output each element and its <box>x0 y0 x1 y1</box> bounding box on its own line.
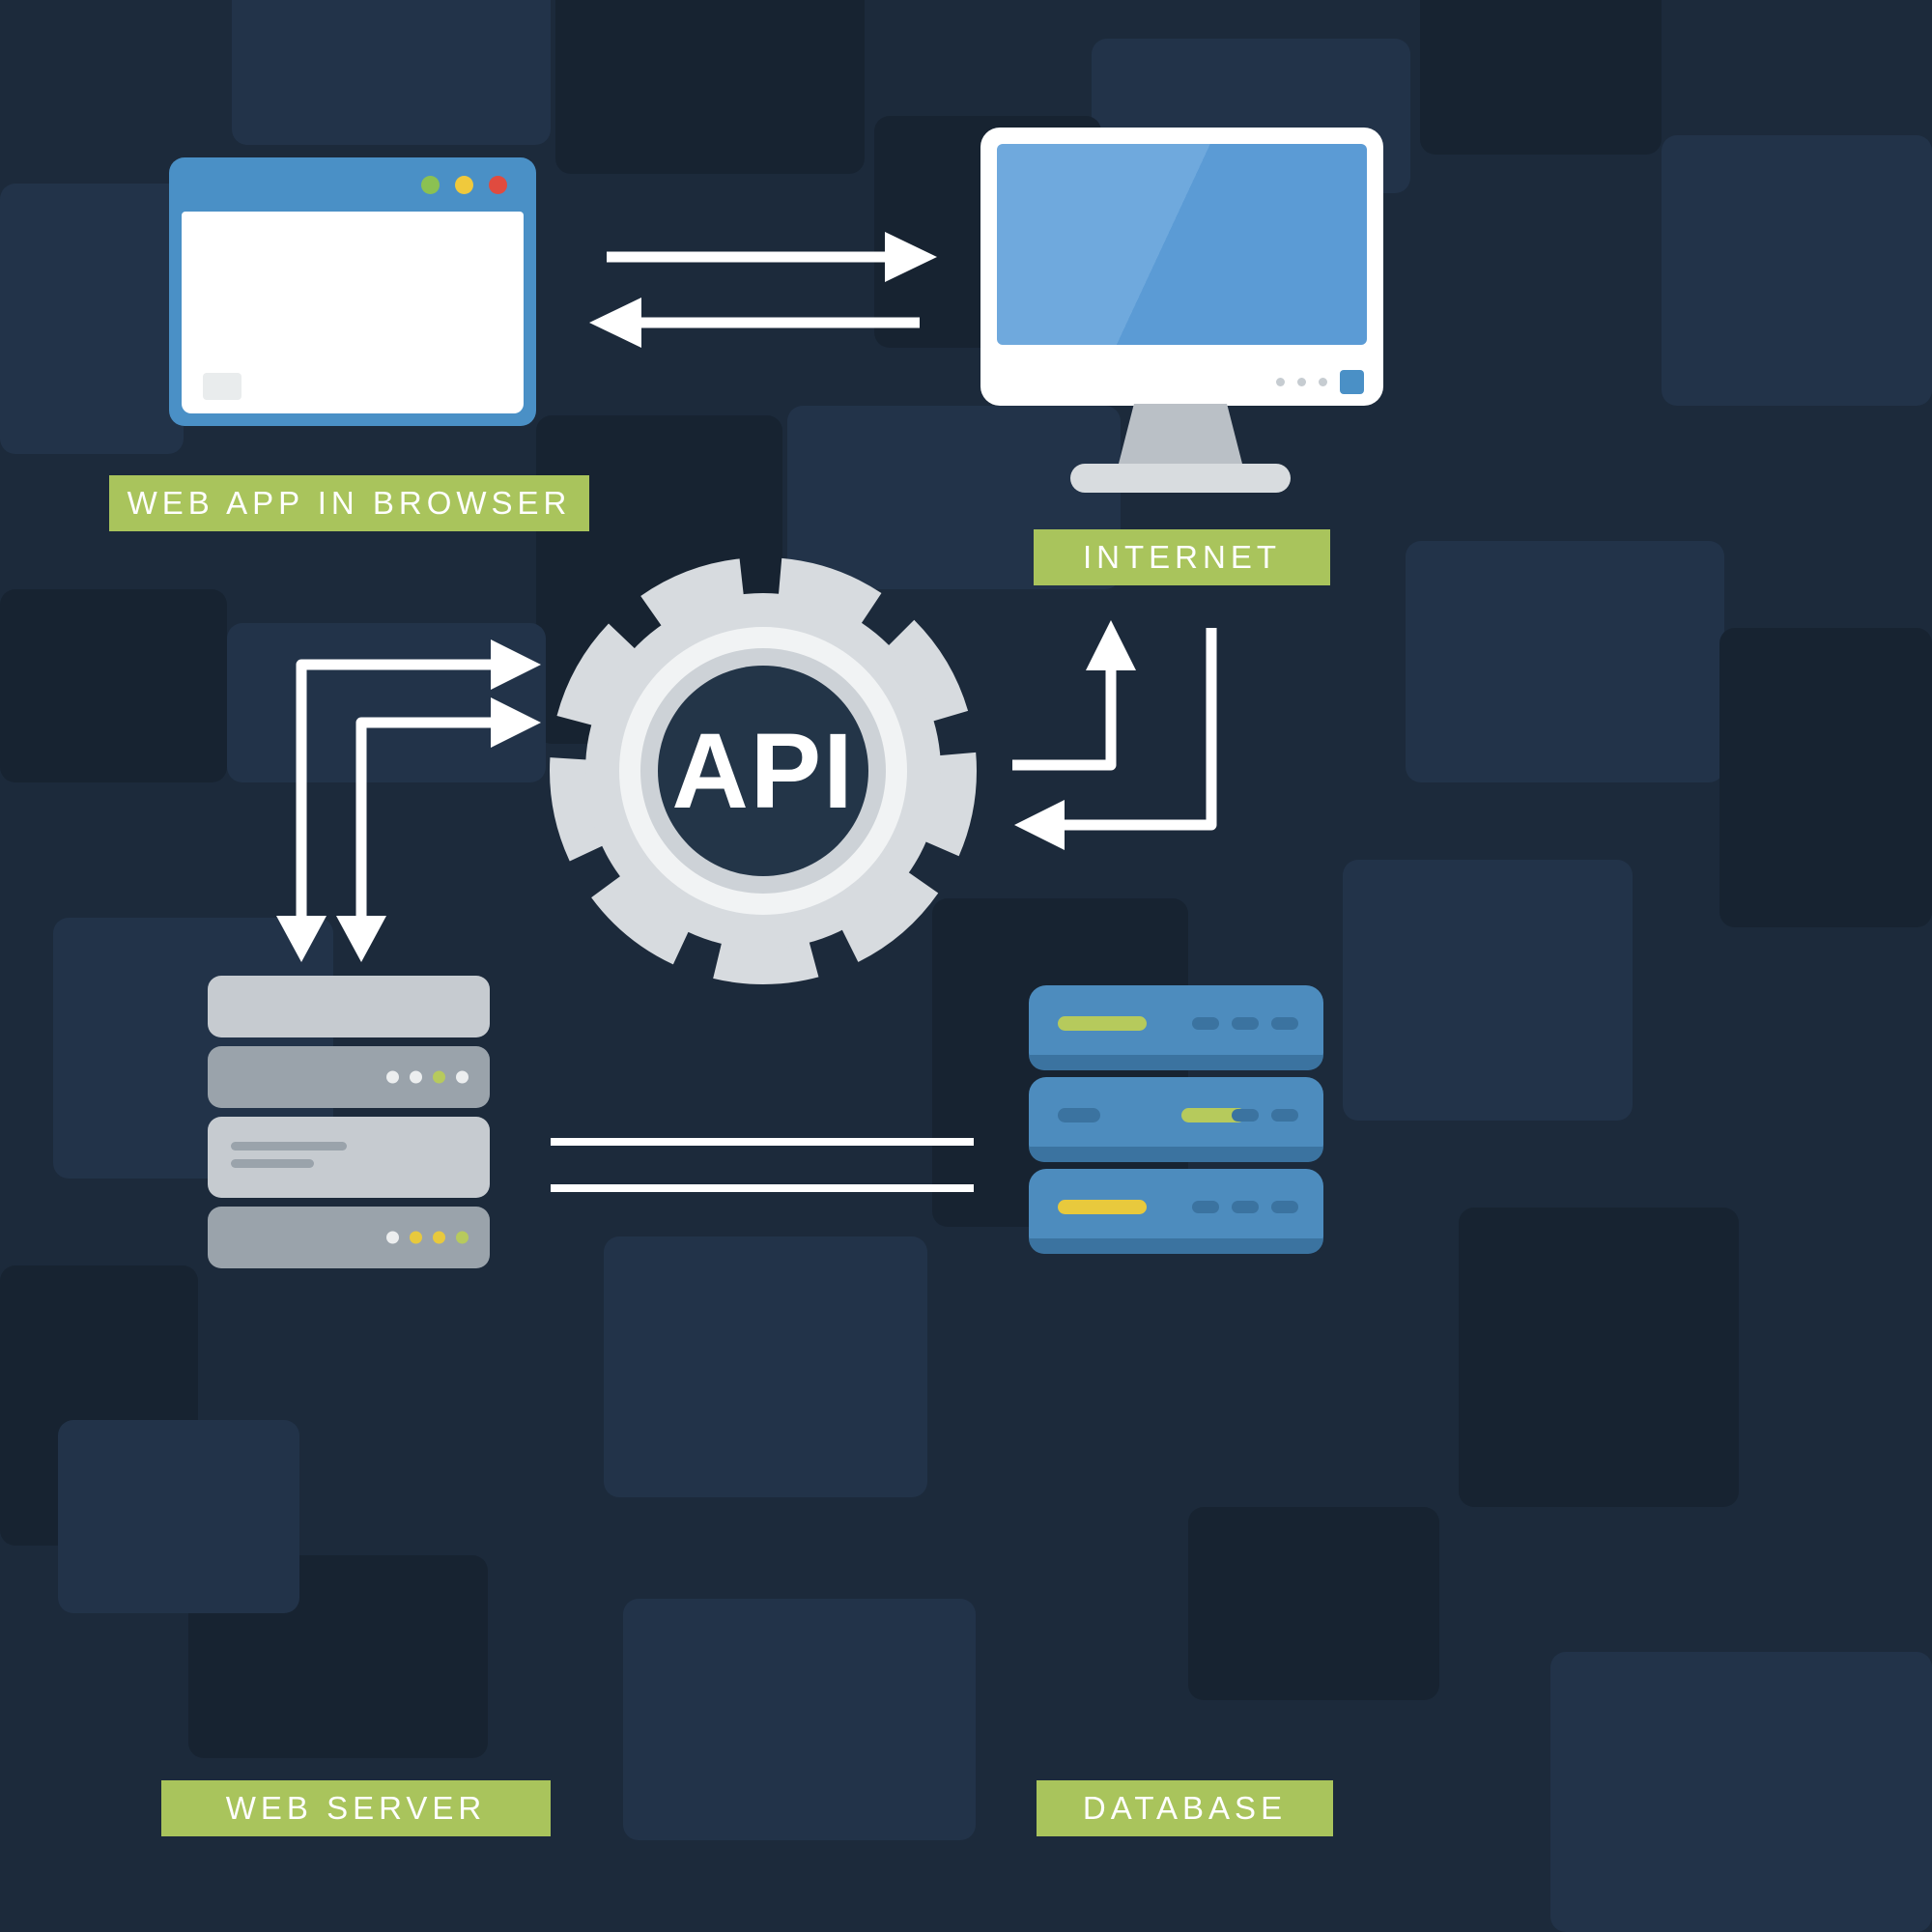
bg-tile <box>1406 541 1724 782</box>
bg-tile <box>1459 1208 1739 1507</box>
label-web-server: WEB SERVER <box>161 1780 551 1836</box>
slot-icon <box>1271 1109 1298 1122</box>
database-slots <box>1192 1201 1298 1213</box>
status-pill-yellow <box>1058 1200 1147 1214</box>
bg-tile <box>58 1420 299 1613</box>
bg-tile <box>0 184 184 454</box>
slot-icon <box>1232 1201 1259 1213</box>
server-unit-2 <box>208 1046 490 1108</box>
database-unit-shadow <box>1029 1147 1323 1162</box>
database-slots <box>1192 1017 1298 1030</box>
bg-tile <box>0 589 227 782</box>
server-leds <box>386 1070 469 1084</box>
led-icon <box>456 1231 469 1244</box>
monitor-button-icon <box>1297 378 1306 386</box>
bg-tile <box>1719 628 1932 927</box>
browser-titlebar <box>169 157 536 212</box>
monitor-screen <box>997 144 1367 345</box>
label-internet: INTERNET <box>1034 529 1330 585</box>
led-icon <box>386 1070 399 1084</box>
browser-content-area <box>182 212 524 413</box>
bg-tile <box>1420 0 1662 155</box>
database-slots <box>1232 1109 1298 1122</box>
slot-icon <box>1192 1201 1219 1213</box>
browser-window-icon <box>169 157 536 426</box>
browser-dot-green-icon <box>421 175 440 194</box>
bg-tile <box>227 623 546 782</box>
server-unit-4 <box>208 1207 490 1268</box>
led-icon <box>410 1231 422 1244</box>
monitor-power-icon <box>1340 370 1364 394</box>
monitor-button-icon <box>1319 378 1327 386</box>
slot-icon <box>1232 1017 1259 1030</box>
led-icon <box>456 1070 469 1084</box>
slot-icon <box>1058 1108 1100 1122</box>
server-slot <box>231 1159 314 1168</box>
bg-tile <box>1662 135 1932 406</box>
database-unit-shadow <box>1029 1055 1323 1070</box>
slot-icon <box>1271 1201 1298 1213</box>
monitor-icon <box>980 128 1383 406</box>
led-icon <box>433 1070 445 1084</box>
web-server-icon <box>208 976 490 1268</box>
bg-tile <box>604 1236 927 1497</box>
bg-tile <box>536 415 782 744</box>
database-unit-shadow <box>1029 1238 1323 1254</box>
label-database: DATABASE <box>1037 1780 1333 1836</box>
monitor-stand <box>1118 404 1243 468</box>
bg-tile <box>1550 1652 1932 1932</box>
database-unit-3 <box>1029 1169 1323 1254</box>
browser-content-block <box>203 373 242 400</box>
browser-dot-yellow-icon <box>455 175 473 194</box>
server-unit-1 <box>208 976 490 1037</box>
database-unit-1 <box>1029 985 1323 1070</box>
server-slot <box>231 1142 347 1151</box>
monitor-controls <box>1276 370 1364 394</box>
slot-icon <box>1271 1017 1298 1030</box>
bg-tile <box>555 0 865 174</box>
monitor-button-icon <box>1276 378 1285 386</box>
bg-tile <box>623 1599 976 1840</box>
bg-tile <box>1188 1507 1439 1700</box>
slot-icon <box>1232 1109 1259 1122</box>
server-leds <box>386 1231 469 1244</box>
led-icon <box>433 1231 445 1244</box>
slot-icon <box>1192 1017 1219 1030</box>
status-pill-green <box>1181 1108 1245 1122</box>
server-unit-3 <box>208 1117 490 1198</box>
database-icon <box>1029 985 1323 1254</box>
browser-dot-red-icon <box>489 175 507 194</box>
led-icon <box>386 1231 399 1244</box>
led-icon <box>410 1070 422 1084</box>
label-web-app-in-browser: WEB APP IN BROWSER <box>109 475 589 531</box>
bg-tile <box>1343 860 1633 1121</box>
monitor-base <box>1070 464 1291 493</box>
database-unit-2 <box>1029 1077 1323 1162</box>
bg-tile <box>232 0 551 145</box>
status-pill-green <box>1058 1016 1147 1031</box>
